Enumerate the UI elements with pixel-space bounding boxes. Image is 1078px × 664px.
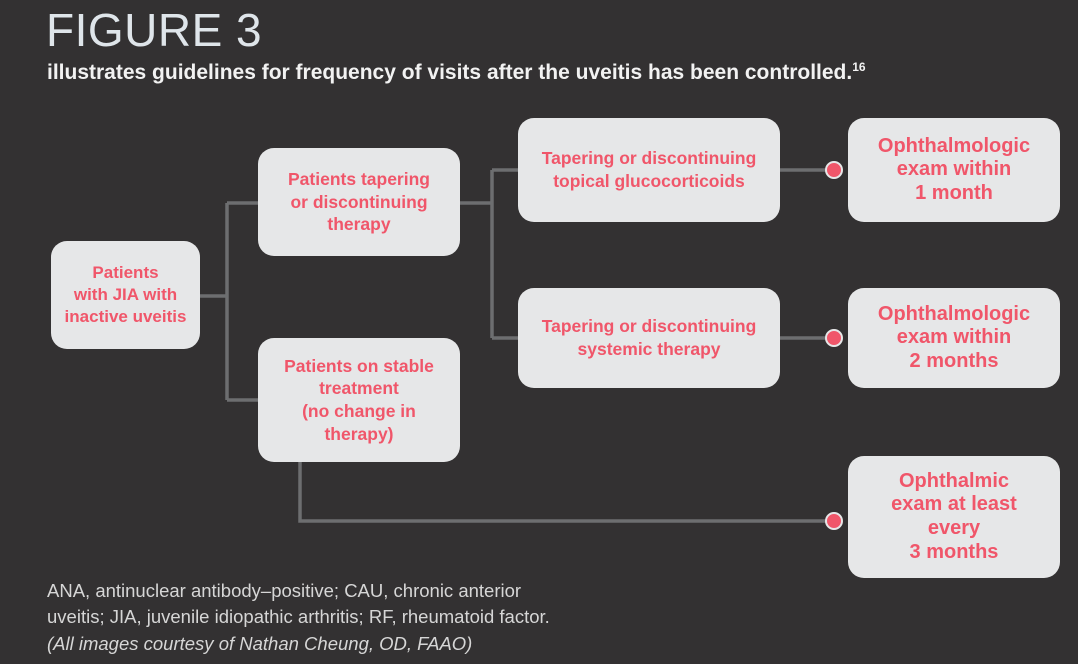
flow-node-label: Tapering or discontinuing systemic thera…: [541, 315, 757, 359]
edge-stable-to-exam3m: [298, 462, 830, 523]
flow-node-patients-stable-treatment[interactable]: Patients on stable treatment (no change …: [258, 338, 460, 462]
footnote-line-2: uveitis; JIA, juvenile idiopathic arthri…: [47, 606, 550, 628]
figure-subtitle-text: illustrates guidelines for frequency of …: [47, 61, 853, 84]
flow-node-exam-every-3-months[interactable]: Ophthalmic exam at least every 3 months: [848, 456, 1060, 578]
flow-node-label: Ophthalmologic exam within 1 month: [877, 134, 1031, 204]
figure-footnote: ANA, antinuclear antibody–positive; CAU,…: [47, 578, 550, 657]
flow-node-label: Tapering or discontinuing topical glucoc…: [541, 147, 757, 191]
flow-node-patients-tapering[interactable]: Patients tapering or discontinuing thera…: [258, 148, 460, 256]
endpoint-dot-exam-2-months: [825, 329, 843, 347]
flow-node-exam-within-1-month[interactable]: Ophthalmologic exam within 1 month: [848, 118, 1060, 222]
flow-node-label: Ophthalmic exam at least every 3 months: [891, 469, 1017, 563]
flow-node-label: Ophthalmologic exam within 2 months: [877, 302, 1031, 372]
flow-node-label: Patients with JIA with inactive uveitis: [64, 263, 187, 326]
flow-node-label: Patients tapering or discontinuing thera…: [288, 168, 430, 235]
flow-node-label: Patients on stable treatment (no change …: [284, 355, 434, 444]
flow-node-tapering-topical-glucocorticoids[interactable]: Tapering or discontinuing topical glucoc…: [518, 118, 780, 222]
flow-node-exam-within-2-months[interactable]: Ophthalmologic exam within 2 months: [848, 288, 1060, 388]
figure-subtitle-superscript: 16: [852, 60, 866, 74]
flow-node-tapering-systemic-therapy[interactable]: Tapering or discontinuing systemic thera…: [518, 288, 780, 388]
endpoint-dot-exam-1-month: [825, 161, 843, 179]
figure-title: FIGURE 3: [46, 4, 263, 56]
endpoint-dot-exam-3-months: [825, 512, 843, 530]
flow-node-patients-inactive-uveitis[interactable]: Patients with JIA with inactive uveitis: [51, 241, 200, 349]
footnote-credit-line: (All images courtesy of Nathan Cheung, O…: [47, 632, 473, 654]
footnote-line-1: ANA, antinuclear antibody–positive; CAU,…: [47, 580, 522, 601]
figure-subtitle: illustrates guidelines for frequency of …: [47, 60, 866, 85]
